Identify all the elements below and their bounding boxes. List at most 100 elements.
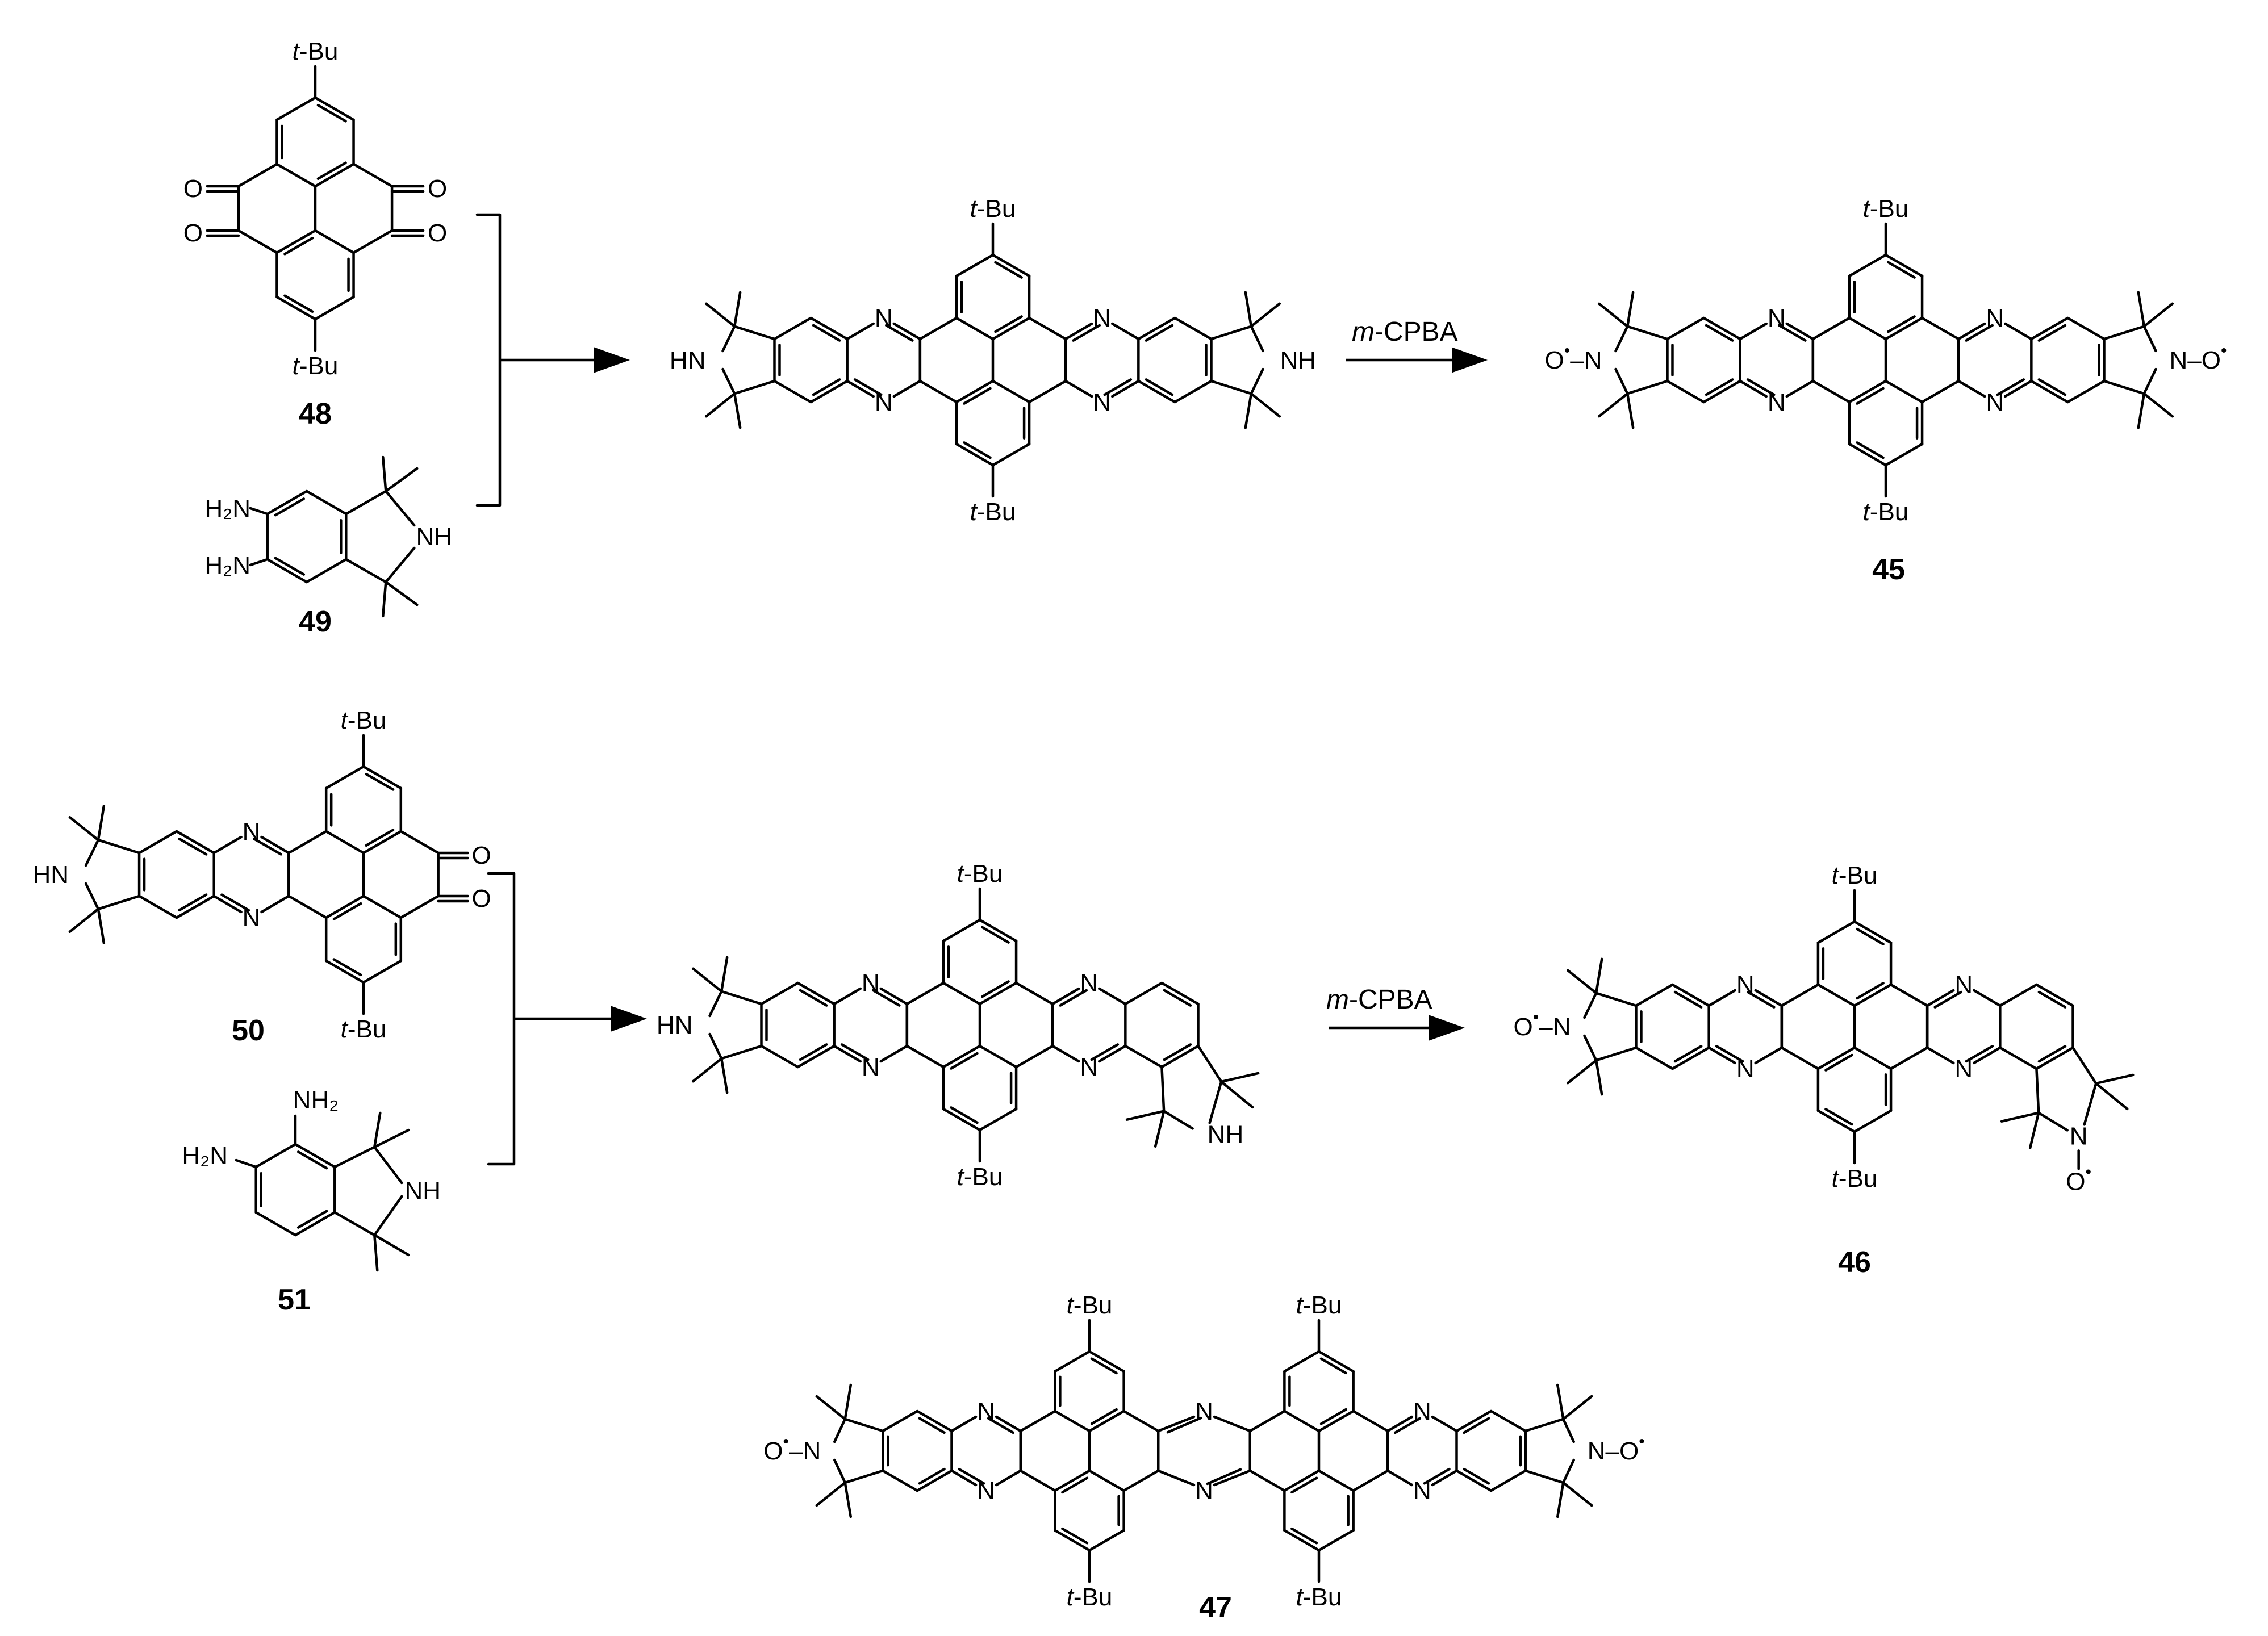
- bond: [84, 882, 100, 911]
- bond: [97, 907, 106, 945]
- double-bond: [1103, 378, 1133, 396]
- bond: [1122, 1409, 1160, 1433]
- bond: [1597, 302, 1629, 328]
- bond: [97, 804, 106, 842]
- bond: [1594, 1046, 1638, 1062]
- bond: [2004, 379, 2033, 398]
- carbonyl-oxygen: O: [428, 175, 447, 203]
- bond: [1780, 1046, 1820, 1070]
- double-bond: [1856, 927, 1885, 945]
- nitroxide-nitrogen: N: [2070, 1122, 2088, 1150]
- bond: [385, 467, 419, 493]
- double-bond: [918, 1417, 946, 1434]
- bond: [1561, 1458, 1575, 1484]
- tert-butyl-label: t-Bu: [293, 37, 339, 65]
- double-bond: [1887, 315, 1916, 333]
- bond: [2083, 1082, 2098, 1126]
- bond: [1156, 1469, 1196, 1487]
- tert-butyl-label: t-Bu: [970, 498, 1016, 526]
- bond: [1160, 1065, 1166, 1112]
- double-bond: [2037, 990, 2067, 1009]
- bond: [373, 1195, 403, 1237]
- bond: [1524, 1469, 1565, 1484]
- bond: [1028, 379, 1067, 404]
- bond: [212, 835, 243, 855]
- double-bond: [1319, 1357, 1347, 1375]
- ring-bond: [275, 229, 317, 254]
- bond: [1702, 316, 1741, 341]
- bond: [809, 316, 849, 341]
- ring-bond: [1853, 1046, 1893, 1070]
- bond: [1137, 316, 1176, 341]
- oxidant-label-1: m-CPBA: [1352, 317, 1458, 347]
- ring-bond: [1088, 1469, 1125, 1492]
- double-bond: [853, 378, 883, 396]
- ring-bond: [294, 1211, 336, 1237]
- bond: [720, 956, 729, 993]
- bond: [1125, 1110, 1166, 1121]
- bond: [905, 1044, 945, 1069]
- bond: [1889, 1046, 1929, 1070]
- bond: [1386, 1469, 1414, 1487]
- ring-bond: [1848, 253, 1887, 278]
- bond: [1250, 367, 1264, 395]
- bond: [1431, 1415, 1458, 1433]
- bond: [1707, 1046, 1736, 1065]
- double-bond: [963, 441, 992, 459]
- bond: [760, 981, 799, 1006]
- bond: [1556, 1383, 1565, 1421]
- double-bond: [1393, 1417, 1422, 1434]
- double-bond: [1965, 1045, 1994, 1063]
- double-bond: [220, 893, 250, 912]
- amine-label: NH: [1280, 346, 1317, 374]
- bond: [1626, 325, 1669, 341]
- bond: [1811, 379, 1851, 404]
- bond: [1250, 302, 1281, 328]
- amino-label: NH₂: [293, 1086, 339, 1114]
- double-bond: [274, 497, 306, 517]
- ring-bond: [314, 295, 355, 321]
- bond: [1386, 1415, 1414, 1433]
- bond: [1754, 989, 1784, 1007]
- amine-label: NH: [405, 1177, 441, 1205]
- bond: [1455, 1409, 1493, 1433]
- bond: [721, 325, 736, 353]
- bond: [1352, 1409, 1389, 1433]
- bond: [1707, 989, 1736, 1007]
- pyrazine-nitrogen: N: [875, 304, 893, 332]
- ring-bond: [1283, 1529, 1321, 1552]
- amino-label: H₂N: [182, 1142, 228, 1170]
- bond: [1489, 1409, 1527, 1433]
- double-bond: [178, 837, 208, 856]
- bond: [2035, 983, 2074, 1007]
- bond: [175, 830, 215, 855]
- bond: [708, 1032, 723, 1060]
- bond: [1162, 1110, 1194, 1130]
- pyrazine-nitrogen: N: [1195, 1397, 1213, 1425]
- compound-51-structure: NH₂ H₂N NH: [182, 1086, 441, 1272]
- pyrazine-nitrogen: N: [1736, 1055, 1755, 1083]
- bond: [345, 558, 387, 584]
- ring-bond: [1848, 379, 1887, 404]
- bond: [1160, 1044, 1200, 1069]
- ring-bond: [991, 442, 1031, 467]
- ring-bond: [1848, 442, 1887, 467]
- bond: [1098, 987, 1127, 1006]
- bond: [1561, 1417, 1575, 1443]
- double-bond: [283, 237, 314, 256]
- bond: [2071, 1046, 2098, 1085]
- amine-label: HN: [657, 1011, 693, 1039]
- ring-bond: [1054, 1409, 1091, 1433]
- reactant-bracket-1: [475, 213, 502, 507]
- bond: [691, 1057, 723, 1083]
- ring-bond: [1088, 1409, 1125, 1433]
- ring-bond: [1088, 1350, 1125, 1373]
- bond: [345, 489, 387, 516]
- tert-butyl-label: t-Bu: [293, 352, 339, 380]
- bond: [2142, 392, 2174, 418]
- bond: [1889, 983, 1929, 1007]
